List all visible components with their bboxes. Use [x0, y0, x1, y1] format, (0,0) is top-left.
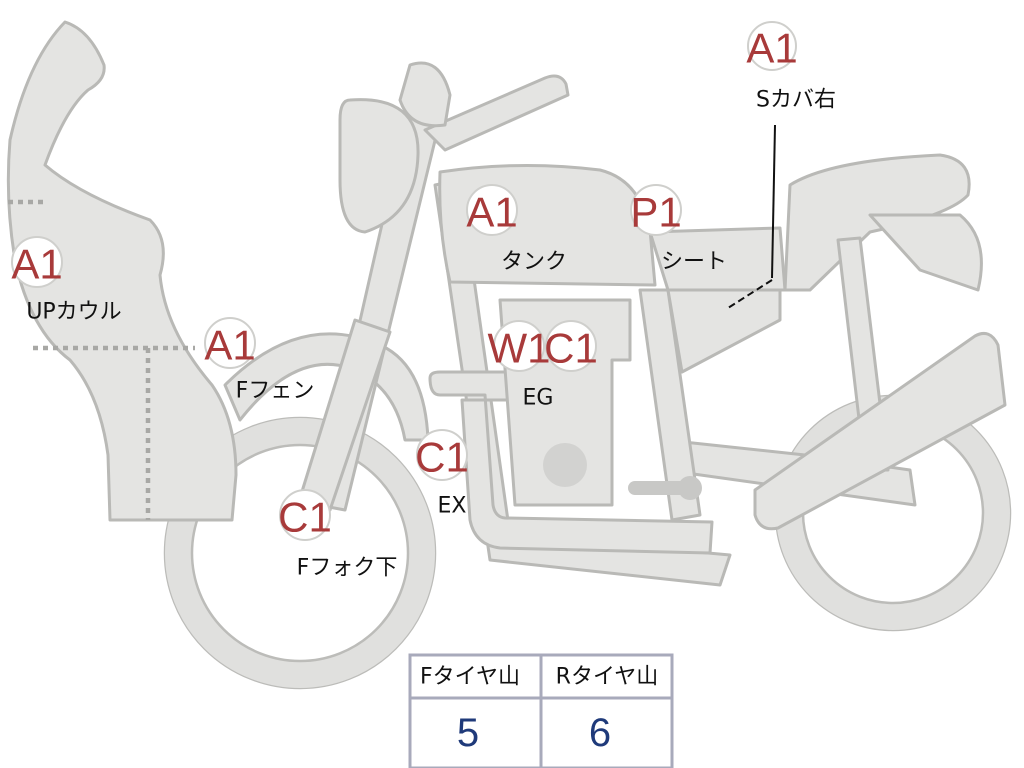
tail-cowl	[868, 213, 983, 292]
svg-text:P1: P1	[630, 189, 681, 236]
headlight	[338, 98, 420, 234]
mirror	[398, 61, 452, 128]
front-wheel	[163, 416, 437, 690]
svg-text:A1: A1	[11, 241, 62, 288]
svg-text:EX: EX	[438, 494, 467, 519]
svg-text:UPカウル: UPカウル	[26, 300, 121, 325]
callout-tank: A1 タンク	[466, 184, 567, 275]
callout-s-cover-right: A1 Sカバ右	[746, 21, 836, 113]
callout-engine: W1 EG	[488, 320, 554, 411]
svg-text:Sカバ右: Sカバ右	[756, 88, 836, 113]
side-cover	[666, 288, 782, 374]
front-tire-value: 5	[457, 711, 479, 755]
callout-seat: P1 シート	[630, 184, 727, 275]
rear-tire-header: Rタイヤ山	[556, 665, 659, 690]
callout-f-fork-lower: C1 Fフォク下	[278, 489, 398, 581]
engine-cover	[543, 443, 587, 487]
rear-tire-value: 6	[589, 711, 611, 755]
front-tire-header: Fタイヤ山	[420, 665, 520, 690]
svg-text:A1: A1	[466, 189, 517, 236]
svg-text:シート: シート	[661, 250, 727, 275]
muffler	[753, 332, 1007, 531]
svg-text:C1: C1	[415, 434, 469, 481]
upper-cowl	[6, 20, 238, 522]
s-cover-pointer	[727, 279, 773, 309]
callout-f-fender: A1 Fフェン	[204, 317, 315, 404]
svg-text:C1: C1	[544, 325, 598, 372]
callout-exhaust: C1 EX	[415, 429, 469, 519]
svg-text:タンク: タンク	[501, 250, 567, 275]
svg-text:W1: W1	[488, 325, 551, 372]
svg-text:EG: EG	[523, 386, 554, 411]
exhaust-pipe	[428, 370, 714, 555]
callout-up-cowl: A1 UPカウル	[11, 236, 122, 325]
callout-engine-2: C1	[544, 320, 598, 372]
svg-text:A1: A1	[204, 322, 255, 369]
s-cover-leader	[771, 124, 776, 279]
svg-text:Fフェン: Fフェン	[236, 379, 315, 404]
svg-text:Fフォク下: Fフォク下	[297, 556, 398, 581]
handlebar	[423, 74, 570, 152]
svg-text:C1: C1	[278, 494, 332, 541]
frame-rear	[638, 288, 702, 522]
svg-text:A1: A1	[746, 25, 797, 72]
tire-tread-table: Fタイヤ山 Rタイヤ山 5 6	[408, 653, 674, 768]
